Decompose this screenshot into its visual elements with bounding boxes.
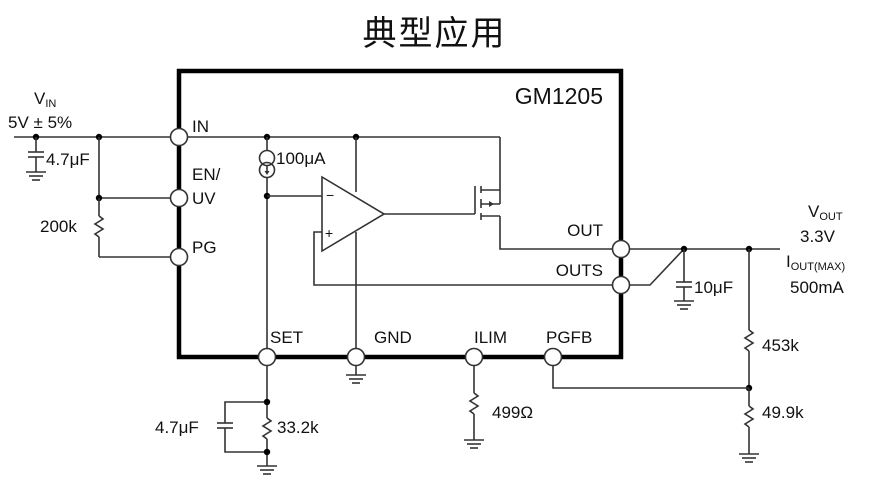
- vin-voltage: 5V ± 5%: [8, 113, 72, 132]
- pin-pgfb-label: PGFB: [546, 328, 592, 347]
- pg-pullup-resistor: [93, 198, 179, 258]
- pass-mosfet: [474, 137, 621, 250]
- pin-set-label: SET: [270, 328, 303, 347]
- set-network: [217, 365, 277, 475]
- pin-gnd: [346, 347, 366, 367]
- pin-gnd-label: GND: [374, 328, 412, 347]
- fb-res-top-label: 453k: [762, 336, 799, 355]
- chip-name: GM1205: [515, 83, 603, 109]
- input-cap-label: 4.7μF: [46, 150, 90, 169]
- set-node-bottom: [263, 448, 271, 456]
- error-amplifier: [321, 175, 386, 253]
- current-source: [258, 137, 276, 357]
- set-node-top: [263, 398, 271, 406]
- pin-pgfb: [543, 347, 563, 367]
- fb-resistor-bottom: [739, 388, 759, 463]
- outs-sense-wire: [629, 248, 685, 286]
- pin-outs-label: OUTS: [556, 261, 603, 280]
- pin-in: [169, 127, 189, 147]
- vout-voltage: 3.3V: [800, 227, 836, 246]
- pullup-res-label: 200k: [40, 217, 77, 236]
- pin-pg: [169, 247, 189, 267]
- set-cap-label: 4.7μF: [155, 418, 199, 437]
- opamp-minus: −: [326, 187, 334, 203]
- pgfb-wire: [552, 365, 749, 389]
- pin-en-uv: [169, 188, 189, 208]
- output-capacitor: [674, 249, 694, 310]
- vin-label: VIN: [34, 89, 56, 110]
- output-cap-label: 10μF: [694, 278, 733, 297]
- ilim-resistor: [464, 365, 484, 449]
- gnd-symbol: [346, 365, 366, 384]
- pin-outs: [611, 275, 631, 295]
- pin-in-label: IN: [192, 117, 209, 136]
- pin-en-label: EN/: [192, 165, 221, 184]
- pin-ilim: [464, 347, 484, 367]
- pin-pg-label: PG: [192, 238, 217, 257]
- input-capacitor: [26, 137, 46, 181]
- pin-uv-label: UV: [192, 189, 216, 208]
- diagram-title: 典型应用: [362, 14, 507, 54]
- fb-res-bottom-label: 49.9k: [762, 403, 804, 422]
- vout-label: VOUT: [808, 202, 843, 223]
- ilim-res-label: 499Ω: [492, 403, 533, 422]
- set-res-label: 33.2k: [277, 418, 319, 437]
- chip-outline: [176, 68, 624, 360]
- pin-set: [257, 347, 277, 367]
- outs-feedback-wire: [313, 231, 621, 286]
- fb-resistor-top: [743, 249, 755, 388]
- iout-max-value: 500mA: [790, 278, 845, 297]
- pin-out-label: OUT: [567, 221, 603, 240]
- current-source-label: 100μA: [276, 149, 326, 168]
- pin-out: [611, 239, 631, 259]
- opamp-plus: +: [325, 225, 333, 241]
- iout-max-label: IOUT(MAX): [786, 252, 845, 273]
- pin-ilim-label: ILIM: [474, 328, 507, 347]
